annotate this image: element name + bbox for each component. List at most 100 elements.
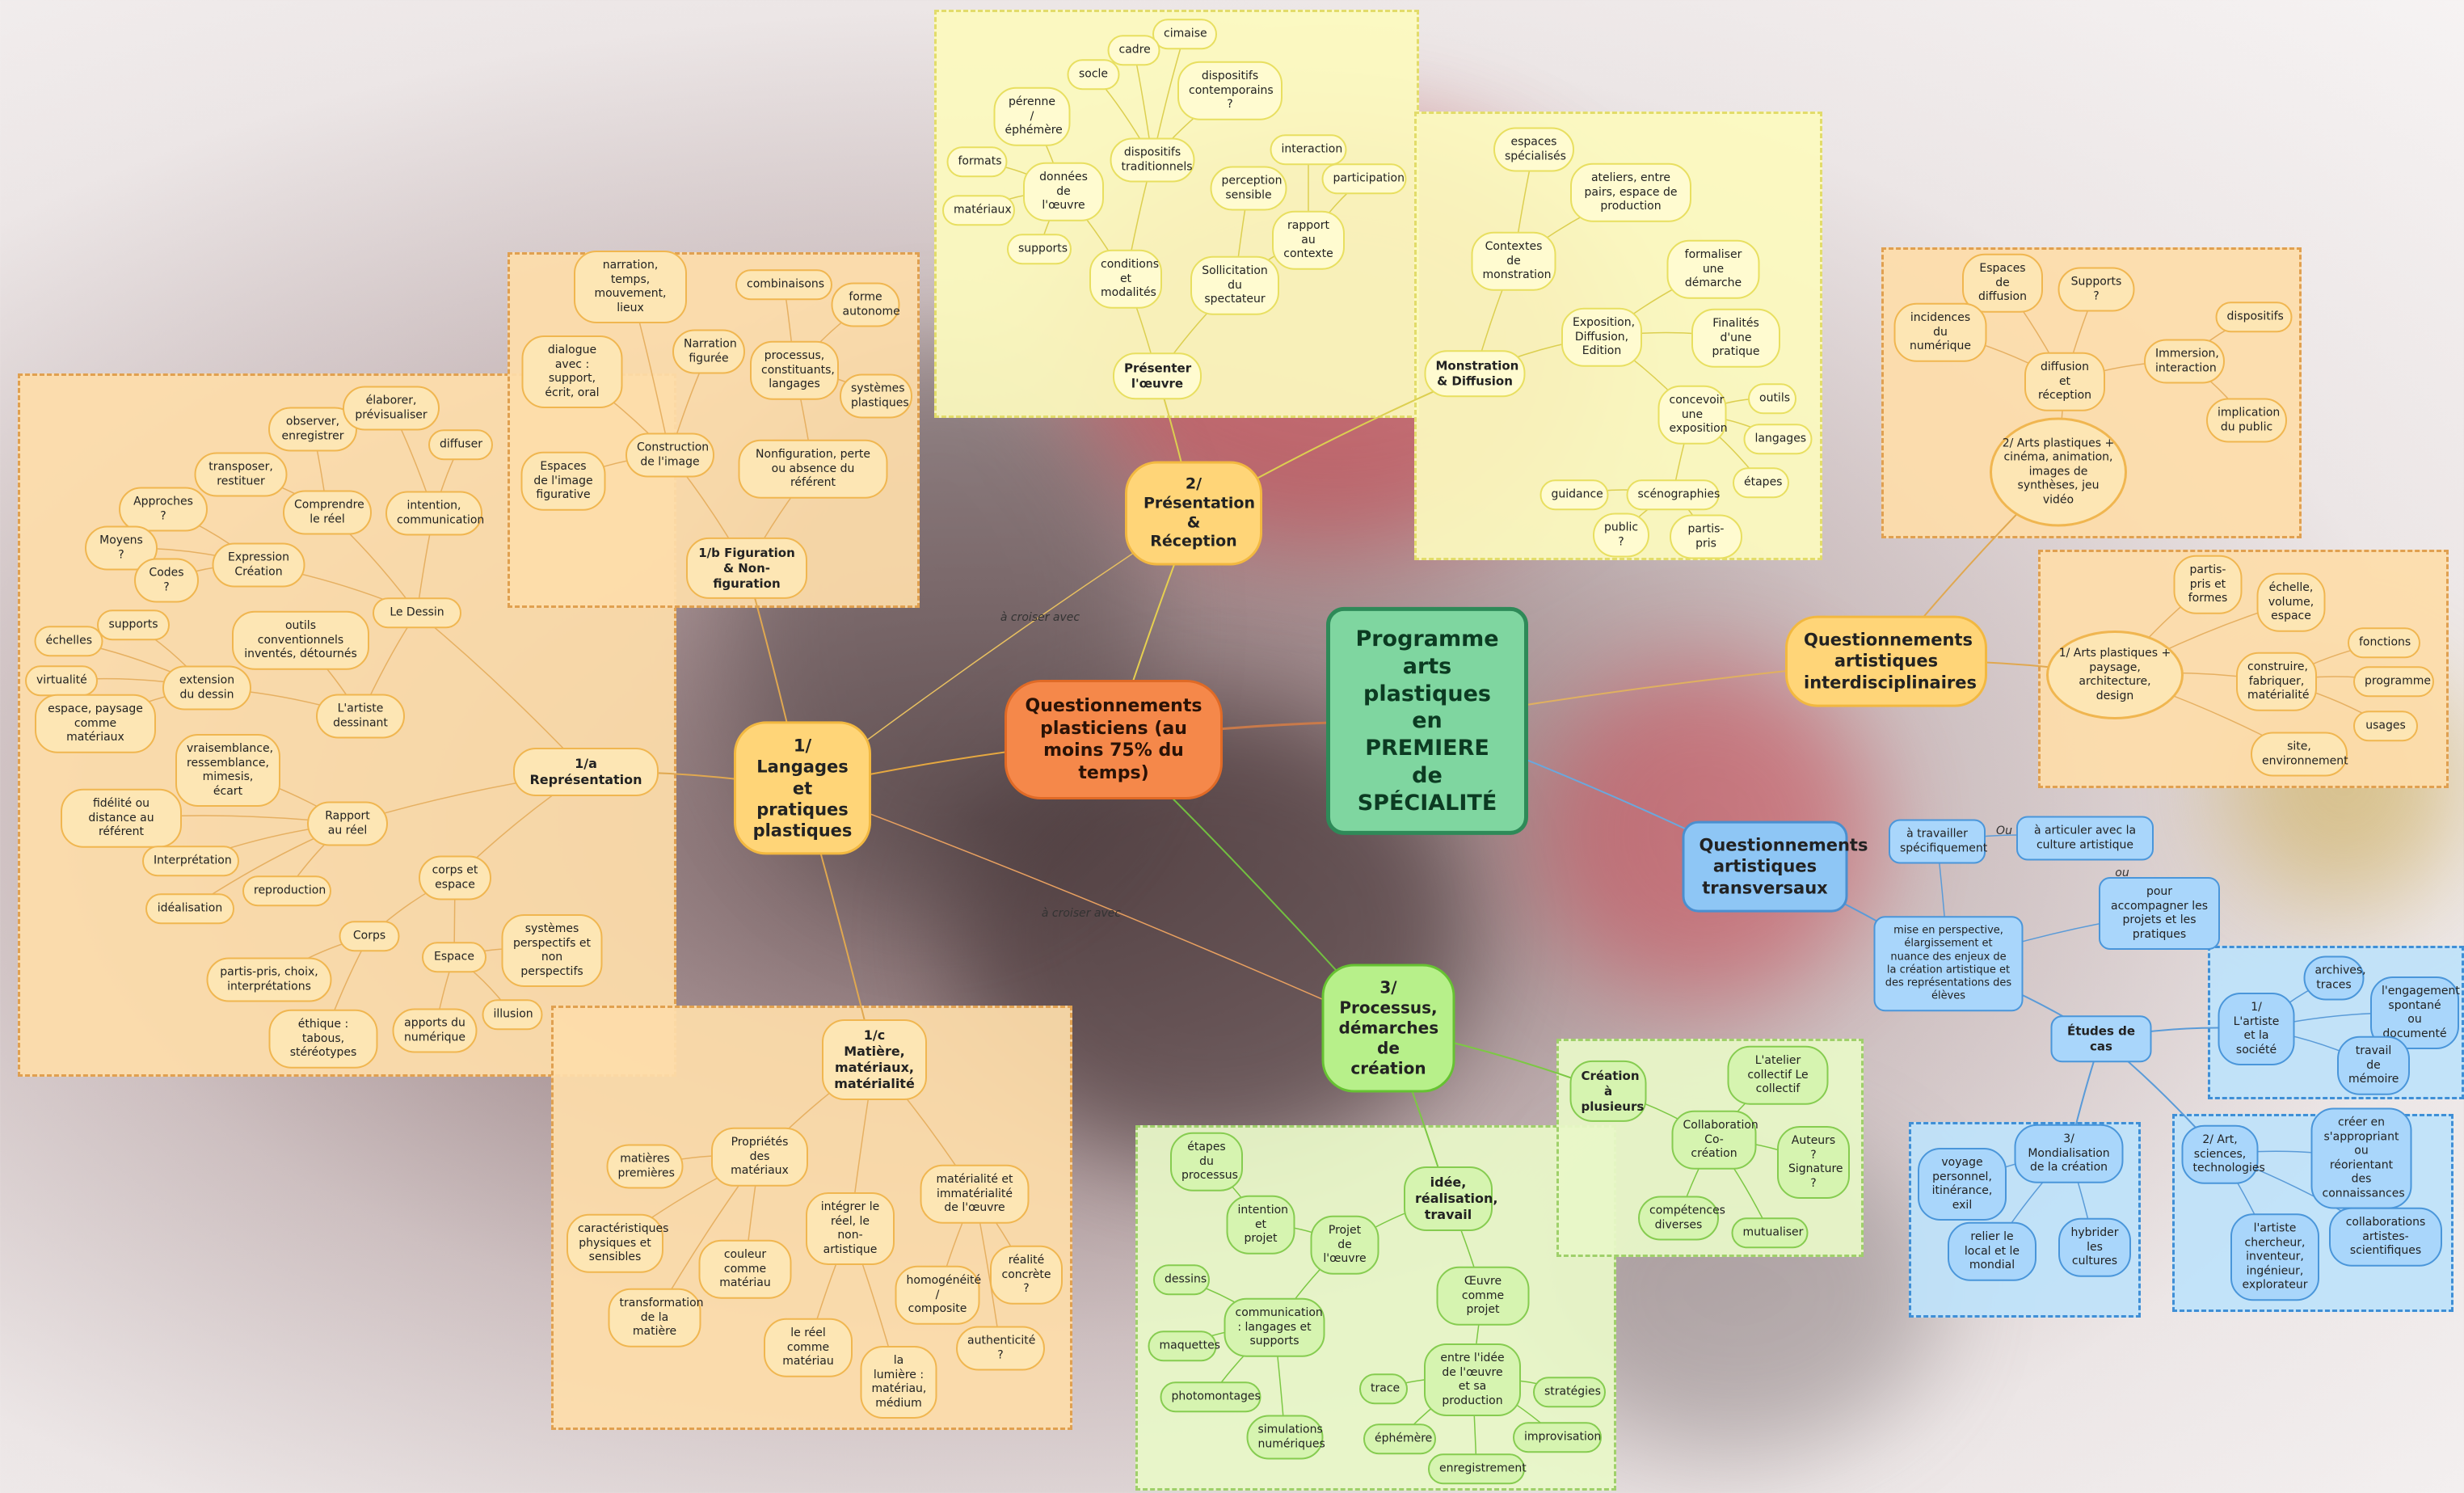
node-espaces-diffusion[interactable]: Espaces de diffusion xyxy=(1962,253,2043,313)
node-observer[interactable]: observer, enregistrer xyxy=(268,407,357,452)
node-processus[interactable]: 3/ Processus, démarches de création xyxy=(1321,964,1455,1093)
node-narration-figuree[interactable]: Narration figurée xyxy=(672,329,745,374)
node-photomontages[interactable]: photomontages xyxy=(1160,1381,1261,1412)
node-simulations[interactable]: simulations numériques xyxy=(1246,1415,1325,1460)
node-homogeneite[interactable]: homogénéité / composite xyxy=(895,1265,981,1325)
node-supports-interdisc[interactable]: Supports ? xyxy=(2058,267,2135,312)
node-echelle-volume[interactable]: échelle, volume, espace xyxy=(2256,572,2326,632)
node-elaborer[interactable]: élaborer, prévisualiser xyxy=(343,386,440,431)
node-matieres-premieres[interactable]: matières premières xyxy=(606,1144,684,1189)
node-projet-oeuvre[interactable]: Projet de l'œuvre xyxy=(1310,1215,1379,1275)
node-extension-dessin[interactable]: extension du dessin xyxy=(162,665,251,711)
node-apports-numerique[interactable]: apports du numérique xyxy=(392,1008,478,1053)
node-engagement[interactable]: l'engagement spontané ou documenté xyxy=(2370,976,2460,1049)
node-site-environnement[interactable]: site, environnement xyxy=(2251,732,2348,777)
node-proprietes[interactable]: Propriétés des matériaux xyxy=(711,1127,808,1187)
node-creation-plusieurs[interactable]: Création à plusieurs xyxy=(1569,1060,1647,1123)
node-socle[interactable]: socle xyxy=(1067,59,1120,90)
node-fonctions[interactable]: fonctions xyxy=(2348,627,2420,658)
node-figuration[interactable]: 1/b Figuration & Non-figuration xyxy=(686,537,807,600)
node-atelier-collectif[interactable]: L'atelier collectif Le collectif xyxy=(1727,1045,1829,1105)
node-concevoir[interactable]: concevoir une exposition xyxy=(1657,385,1728,445)
node-presenter-oeuvre[interactable]: Présenter l'œuvre xyxy=(1113,352,1202,399)
node-dialogue[interactable]: dialogue avec : support, écrit, oral xyxy=(521,335,623,408)
node-espace-paysage[interactable]: espace, paysage comme matériaux xyxy=(35,694,156,753)
node-interpretation[interactable]: Interprétation xyxy=(142,846,239,876)
node-processus-constituants[interactable]: processus, constituants, langages xyxy=(750,340,839,400)
node-etapes[interactable]: étapes xyxy=(1733,467,1789,498)
node-public[interactable]: public ? xyxy=(1593,512,1649,558)
node-caracteristiques[interactable]: caractéristiques physiques et sensibles xyxy=(567,1213,668,1273)
node-arts-paysage[interactable]: 1/ Arts plastiques + paysage, architectu… xyxy=(2046,631,2184,719)
node-archives[interactable]: archives, traces xyxy=(2303,955,2366,1001)
node-cadre[interactable]: cadre xyxy=(1107,35,1160,65)
node-auteurs[interactable]: Auteurs ? Signature ? xyxy=(1777,1126,1850,1199)
node-diffuser[interactable]: diffuser xyxy=(428,429,493,460)
node-expression[interactable]: Expression Création xyxy=(212,542,305,588)
node-comprendre-reel[interactable]: Comprendre le réel xyxy=(283,490,372,535)
node-artiste-dessinant[interactable]: L'artiste dessinant xyxy=(316,694,405,739)
node-idealisation[interactable]: idéalisation xyxy=(145,893,234,924)
node-monstration[interactable]: Monstration & Diffusion xyxy=(1424,350,1526,397)
node-implication[interactable]: implication du public xyxy=(2206,398,2287,443)
node-espace[interactable]: Espace xyxy=(422,942,486,972)
node-exposition[interactable]: Exposition, Diffusion, Edition xyxy=(1561,307,1642,367)
node-supports-dessin[interactable]: supports xyxy=(97,609,170,640)
node-etapes-processus[interactable]: étapes du processus xyxy=(1170,1132,1243,1191)
node-realite-concrete[interactable]: réalité concrète ? xyxy=(990,1245,1063,1305)
node-reproduction[interactable]: reproduction xyxy=(242,875,331,906)
node-guidance[interactable]: guidance xyxy=(1539,479,1609,510)
node-collaborations-scientifiques[interactable]: collaborations artistes-scientifiques xyxy=(2329,1207,2442,1267)
node-finalites[interactable]: Finalités d'une pratique xyxy=(1691,308,1780,368)
node-intention-communication[interactable]: intention, communication xyxy=(385,491,484,536)
node-improvisation[interactable]: improvisation xyxy=(1513,1422,1602,1453)
node-scenographies[interactable]: scénographies xyxy=(1626,479,1720,510)
node-codes[interactable]: Codes ? xyxy=(134,558,199,603)
node-questionnements-transversaux[interactable]: Questionnements artistiques transversaux xyxy=(1682,820,1868,913)
node-arts-cinema[interactable]: 2/ Arts plastiques + cinéma, animation, … xyxy=(1990,417,2127,527)
node-trace[interactable]: trace xyxy=(1359,1373,1408,1404)
node-dispositifs-contemporains[interactable]: dispositifs contemporains ? xyxy=(1177,61,1283,120)
node-creer-approprier[interactable]: créer en s'appropriant ou réorientant de… xyxy=(2310,1107,2412,1209)
node-interaction[interactable]: interaction xyxy=(1270,134,1347,165)
node-systemes-plastiques[interactable]: systèmes plastiques xyxy=(840,373,912,419)
node-ethique[interactable]: éthique : tabous, stéréotypes xyxy=(268,1009,378,1069)
node-le-dessin[interactable]: Le Dessin xyxy=(373,597,461,628)
node-materiaux-presentation[interactable]: matériaux xyxy=(942,195,1015,226)
node-questionnements-plasticiens[interactable]: Questionnements plasticiens (au moins 75… xyxy=(1005,680,1223,799)
node-rapport-reel[interactable]: Rapport au réel xyxy=(307,801,388,846)
node-langages[interactable]: 1/ Langages et pratiques plastiques xyxy=(734,721,871,855)
node-contextes[interactable]: Contextes de monstration xyxy=(1471,231,1556,291)
node-strategies[interactable]: stratégies xyxy=(1533,1377,1606,1407)
node-rapport-contexte[interactable]: rapport au contexte xyxy=(1272,210,1345,270)
node-partis-formes[interactable]: partis-pris et formes xyxy=(2173,555,2243,614)
node-fidelite[interactable]: fidélité ou distance au référent xyxy=(61,788,182,848)
node-ephemere[interactable]: éphémère xyxy=(1363,1423,1436,1454)
node-construire[interactable]: construire, fabriquer, matérialité xyxy=(2236,652,2317,711)
node-dessins[interactable]: dessins xyxy=(1153,1264,1210,1295)
node-nonfiguration[interactable]: Nonfiguration, perte ou absence du référ… xyxy=(738,439,888,499)
node-competences[interactable]: compétences diverses xyxy=(1638,1196,1725,1241)
node-artiste-societe[interactable]: 1/ L'artiste et la société xyxy=(2218,993,2295,1065)
node-corps-espace[interactable]: corps et espace xyxy=(419,855,491,900)
node-donnees-oeuvre[interactable]: données de l'œuvre xyxy=(1023,162,1104,221)
node-usages[interactable]: usages xyxy=(2353,711,2418,741)
node-langages-m[interactable]: langages xyxy=(1743,424,1813,454)
node-partis-pris-choix[interactable]: partis-pris, choix, interprétations xyxy=(206,957,332,1002)
node-dispositifs-traditionnels[interactable]: dispositifs traditionnels xyxy=(1110,137,1195,183)
node-forme-autonome[interactable]: forme autonome xyxy=(831,282,900,327)
node-incidences-numerique[interactable]: incidences du numérique xyxy=(1893,302,1987,362)
node-espaces-image[interactable]: Espaces de l'image figurative xyxy=(520,451,606,511)
node-echelles[interactable]: échelles xyxy=(34,626,103,656)
node-ateliers[interactable]: ateliers, entre pairs, espace de product… xyxy=(1570,162,1691,222)
node-partis-pris-m[interactable]: partis-pris xyxy=(1670,514,1742,559)
node-a-articuler[interactable]: à articuler avec la culture artistique xyxy=(2016,816,2154,861)
node-idee-realisation[interactable]: idée, réalisation, travail xyxy=(1404,1166,1497,1231)
node-oeuvre-projet[interactable]: Œuvre comme projet xyxy=(1436,1266,1530,1326)
node-authenticite[interactable]: authenticité ? xyxy=(956,1326,1045,1371)
node-etudes-cas[interactable]: Études de cas xyxy=(2050,1015,2152,1062)
node-communication[interactable]: communication : langages et supports xyxy=(1224,1297,1325,1357)
node-intention-projet[interactable]: intention et projet xyxy=(1226,1195,1295,1255)
node-espaces-specialises[interactable]: espaces spécialisés xyxy=(1493,127,1574,172)
root-node[interactable]: Programme arts plastiques en PREMIERE de… xyxy=(1326,606,1528,836)
